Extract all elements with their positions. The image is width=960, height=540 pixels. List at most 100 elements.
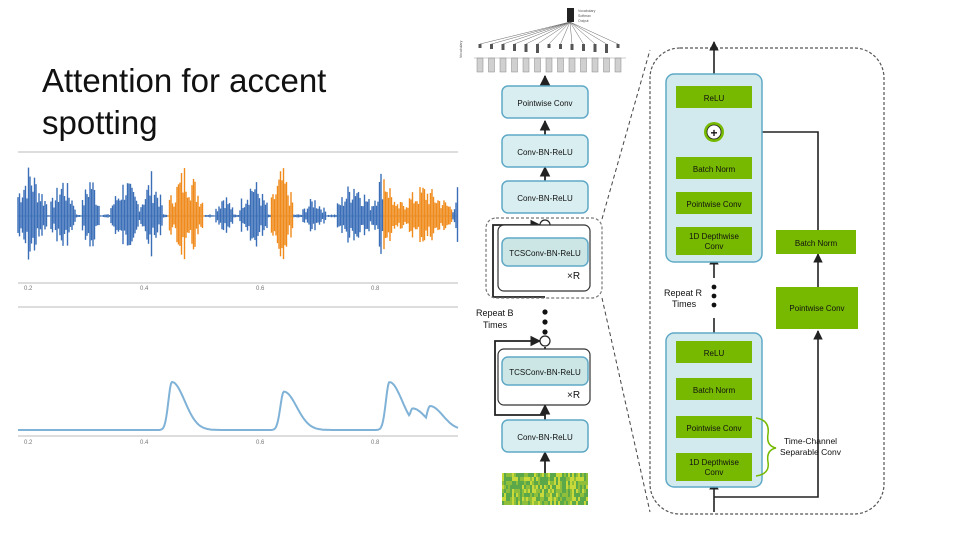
repeat-b-label: Repeat B <box>476 308 514 318</box>
output-label: Vocabulary <box>578 9 596 13</box>
spectrogram-cell <box>550 501 552 505</box>
spectrogram-cell <box>514 497 516 501</box>
spectrogram-cell <box>586 477 588 481</box>
spectrogram-cell <box>516 501 518 505</box>
spectrogram-cell <box>580 477 582 481</box>
spectrogram-cell <box>504 489 506 493</box>
fan-line <box>525 21 571 45</box>
spectrogram-cell <box>532 493 534 497</box>
spectrogram-cell <box>580 473 582 477</box>
spectrogram-cell <box>534 489 536 493</box>
spectrogram-cell <box>556 481 558 485</box>
spectrogram-cell <box>504 485 506 489</box>
spectrogram-cell <box>586 473 588 477</box>
output-cell <box>534 57 541 73</box>
spectrogram-cell <box>584 485 586 489</box>
spectrogram-cell <box>560 485 562 489</box>
spectrogram-cell <box>530 481 532 485</box>
detail-depthwise-label: 1D Depthwise <box>689 458 739 467</box>
spectrogram-cell <box>528 473 530 477</box>
softmax-bar <box>536 44 539 53</box>
spectrogram-cell <box>570 485 572 489</box>
detail-depthwise-label: Conv <box>705 242 724 251</box>
spectrogram-cell <box>552 489 554 493</box>
spectrogram-cell <box>566 489 568 493</box>
spectrogram-cell <box>574 477 576 481</box>
spectrogram-cell <box>576 473 578 477</box>
spectrogram-cell <box>524 497 526 501</box>
spectrogram-cell <box>562 485 564 489</box>
spectrogram-cell <box>538 489 540 493</box>
repeat-r-label: ×R <box>567 271 580 282</box>
spectrogram-cell <box>580 501 582 505</box>
fan-line <box>569 21 596 45</box>
output-cell <box>545 57 553 73</box>
spectrogram-cell <box>572 473 574 477</box>
spectrogram-cell <box>566 473 568 477</box>
spectrogram-cell <box>546 489 548 493</box>
tcs-group-top-dashed <box>485 217 603 299</box>
spectrogram-cell <box>534 497 536 501</box>
softmax-bar <box>513 44 516 51</box>
spectrogram-cell <box>578 477 580 481</box>
zoom-line-top <box>601 49 651 220</box>
spectrogram-cell <box>560 481 562 485</box>
spectrogram-cell <box>508 493 510 497</box>
spectrogram-cell <box>538 481 540 485</box>
output-cells <box>474 44 626 73</box>
detail-panel <box>649 47 885 515</box>
spectrogram-cell <box>546 481 548 485</box>
spectrogram-cell <box>558 473 560 477</box>
fan-line <box>514 21 571 45</box>
conv-bn-relu-block-bottom <box>501 419 589 453</box>
spectrogram-cell <box>574 497 576 501</box>
detail-relu-bottom <box>676 341 752 363</box>
spectrogram-cell <box>514 489 516 493</box>
spectrogram-cell <box>568 477 570 481</box>
spectrogram-cell <box>512 473 514 477</box>
spectrogram-cell <box>580 497 582 501</box>
spectrogram-cell <box>568 489 570 493</box>
spectrogram-cell <box>532 497 534 501</box>
spectrogram-cell <box>506 489 508 493</box>
spectrogram-cell <box>568 473 570 477</box>
spectrogram-cell <box>526 497 528 501</box>
detail-relu-label: ReLU <box>704 94 725 103</box>
spectrogram-cell <box>568 481 570 485</box>
spectrogram-cell <box>542 497 544 501</box>
spectrogram-cell <box>516 477 518 481</box>
attention-tick-label: 0.8 <box>371 440 380 446</box>
spectrogram-cell <box>520 501 522 505</box>
spectrogram-cell <box>556 501 558 505</box>
spectrogram-cell <box>576 497 578 501</box>
waveform-plot: 0.2 0.4 0.6 0.8 <box>17 151 459 292</box>
spectrogram-cell <box>552 481 554 485</box>
spectrogram-cell <box>526 473 528 477</box>
spectrogram-cell <box>516 489 518 493</box>
spectrogram-cell <box>522 489 524 493</box>
spectrogram-cell <box>540 489 542 493</box>
spectrogram-cell <box>546 493 548 497</box>
spectrogram-cell <box>582 477 584 481</box>
spectrogram-cell <box>584 481 586 485</box>
fan-line <box>537 21 571 45</box>
output-label: Softmax <box>578 14 591 18</box>
spectrogram-cell <box>566 485 568 489</box>
spectrogram-cell <box>550 481 552 485</box>
spectrogram-cell <box>532 473 534 477</box>
add-symbol: + <box>710 126 717 140</box>
spectrogram-cell <box>506 481 508 485</box>
spectrogram-cell <box>556 485 558 489</box>
spectrogram-cell <box>528 493 530 497</box>
softmax-bar <box>490 44 493 49</box>
spectrogram-cell <box>584 493 586 497</box>
spectrogram-cell <box>544 497 546 501</box>
spectrogram-cell <box>586 489 588 493</box>
spectrogram-cell <box>578 501 580 505</box>
spectrogram-cell <box>574 481 576 485</box>
spectrogram-cell <box>584 473 586 477</box>
spectrogram-cell <box>510 493 512 497</box>
spectrogram-cell <box>504 501 506 505</box>
output-cell <box>603 57 610 73</box>
spectrogram-cell <box>548 493 550 497</box>
